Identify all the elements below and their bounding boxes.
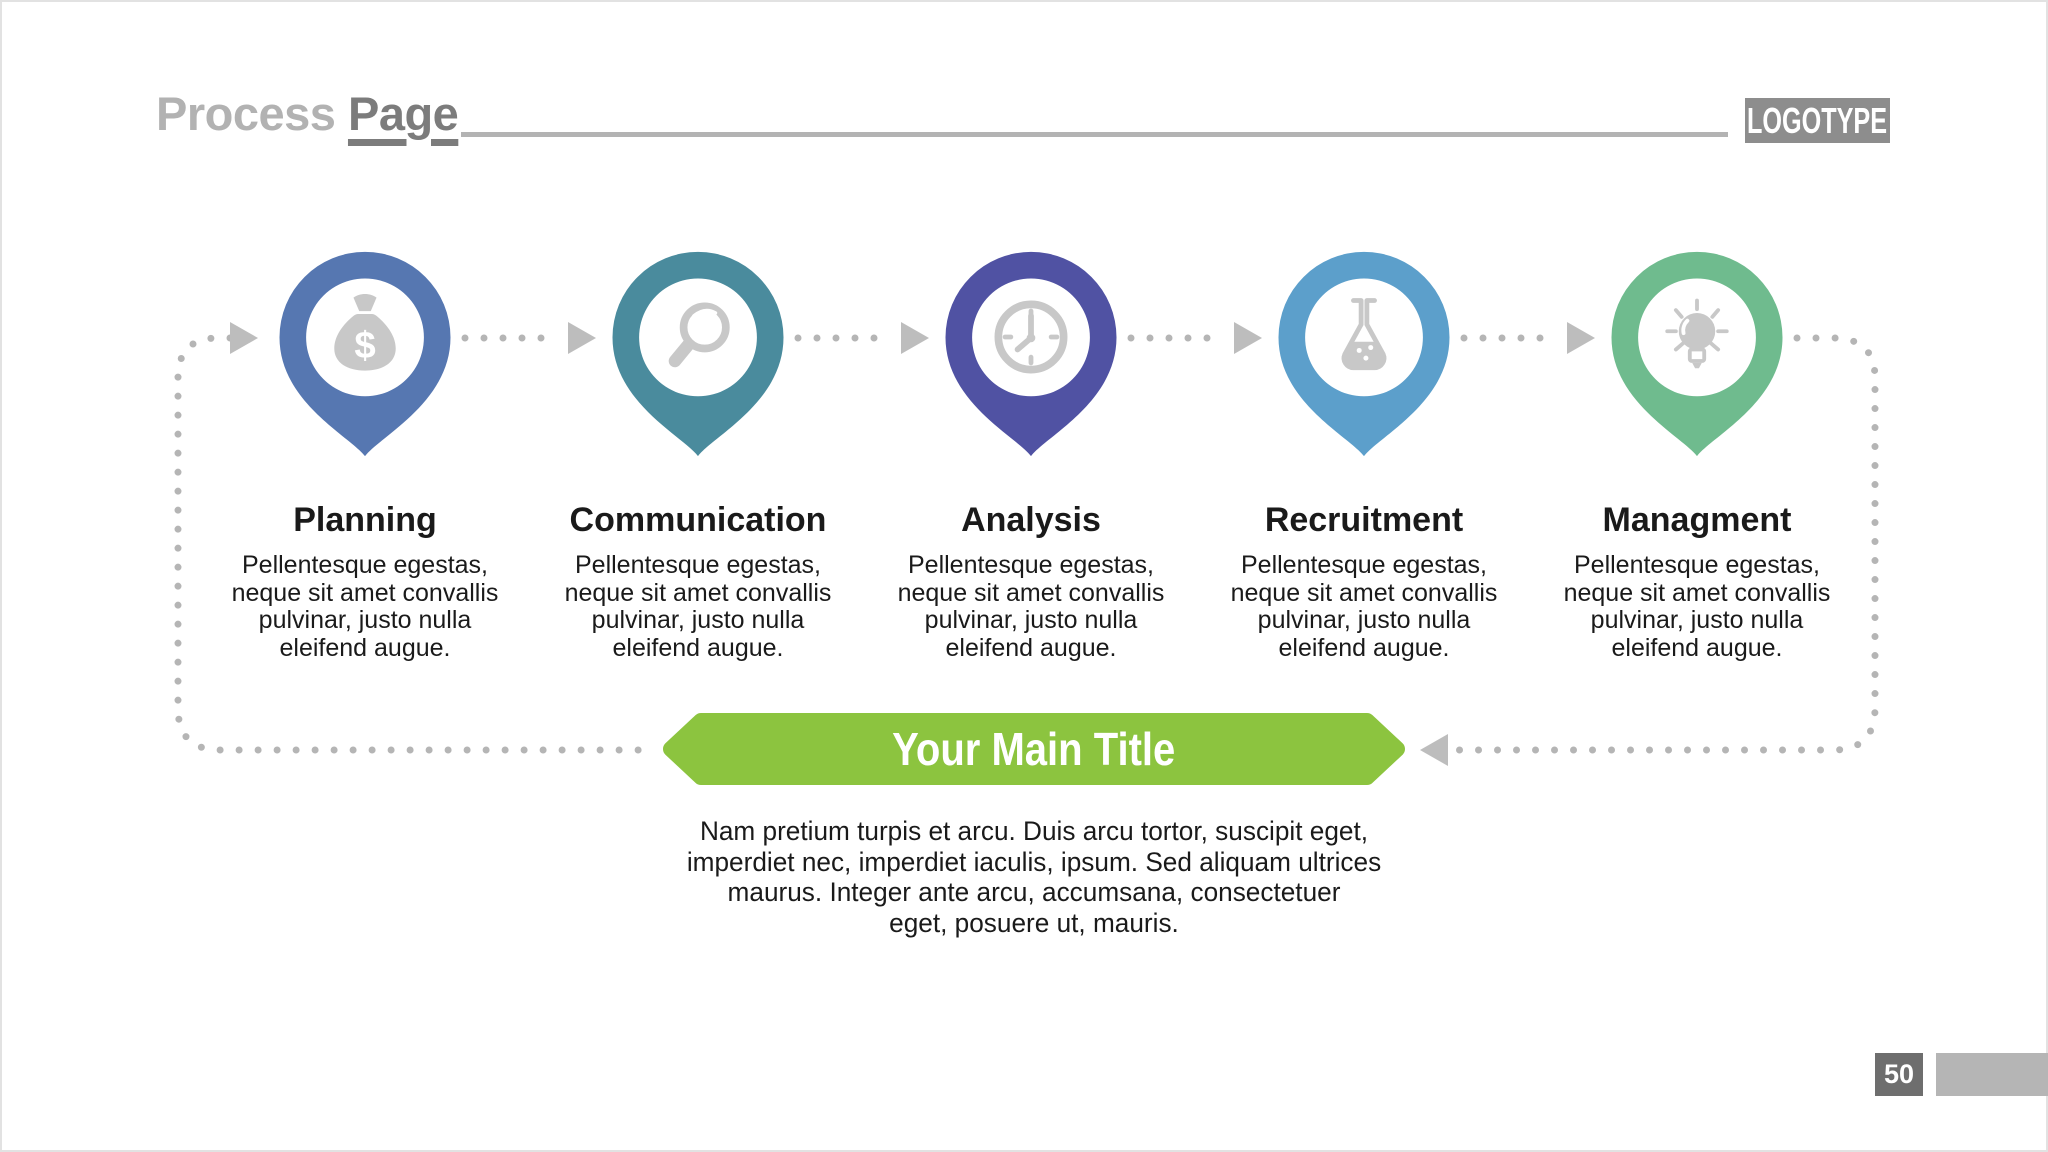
footer-bar: [1936, 1053, 2048, 1096]
step-description: Pellentesque egestas, neque sit amet con…: [231, 551, 499, 662]
pin-marker: [1602, 250, 1792, 459]
lightbulb-icon: [1665, 298, 1729, 369]
pin-marker: [936, 250, 1126, 459]
map-pin-shape: [1278, 251, 1450, 457]
pin-marker: [603, 250, 793, 459]
page-title-dark: Page: [347, 87, 459, 140]
flask-icon: [1341, 298, 1387, 371]
page-title-light: Process: [156, 87, 336, 140]
process-step-planning: $ Planning Pellentesque egestas, neque s…: [215, 250, 515, 662]
map-pin-shape: [945, 251, 1117, 457]
map-pin-shape: [1611, 251, 1783, 457]
page-number: 50: [1883, 1059, 1915, 1089]
pin-marker: $: [270, 250, 460, 459]
page-title: Process Page: [156, 86, 459, 141]
main-title-text: Your Main Title: [892, 723, 1176, 775]
step-title: Communication: [569, 501, 827, 539]
process-step-managment: Managment Pellentesque egestas, neque si…: [1547, 250, 1847, 662]
header-divider: [461, 132, 1728, 137]
map-pin-shape: [612, 251, 784, 457]
logotype-label: LOGOTYPE: [1747, 99, 1888, 141]
pin-marker: [1269, 250, 1459, 459]
main-title-banner: Your Main Title: [663, 714, 1405, 784]
process-step-analysis: Analysis Pellentesque egestas, neque sit…: [881, 250, 1181, 662]
step-description: Pellentesque egestas, neque sit amet con…: [564, 551, 832, 662]
magnifier-icon: [668, 302, 730, 368]
step-description: Pellentesque egestas, neque sit amet con…: [1563, 551, 1831, 662]
step-title: Analysis: [961, 501, 1101, 539]
step-description: Pellentesque egestas, neque sit amet con…: [1230, 551, 1498, 662]
step-description: Pellentesque egestas, neque sit amet con…: [897, 551, 1165, 662]
step-title: Recruitment: [1264, 501, 1464, 539]
logotype-badge: LOGOTYPE: [1745, 98, 1890, 143]
body-paragraph: Nam pretium turpis et arcu. Duis arcu to…: [686, 816, 1382, 938]
process-step-recruitment: Recruitment Pellentesque egestas, neque …: [1214, 250, 1514, 662]
arrowhead-icon: [1420, 734, 1448, 766]
step-title: Managment: [1602, 501, 1792, 539]
map-pin-shape: [279, 251, 451, 457]
money-bag-icon: $: [334, 294, 396, 371]
page-number-badge: 50: [1875, 1053, 1923, 1096]
step-title: Planning: [293, 501, 437, 539]
svg-text:$: $: [354, 324, 375, 367]
process-step-communication: Communication Pellentesque egestas, nequ…: [548, 250, 848, 662]
clock-icon: [994, 300, 1068, 374]
